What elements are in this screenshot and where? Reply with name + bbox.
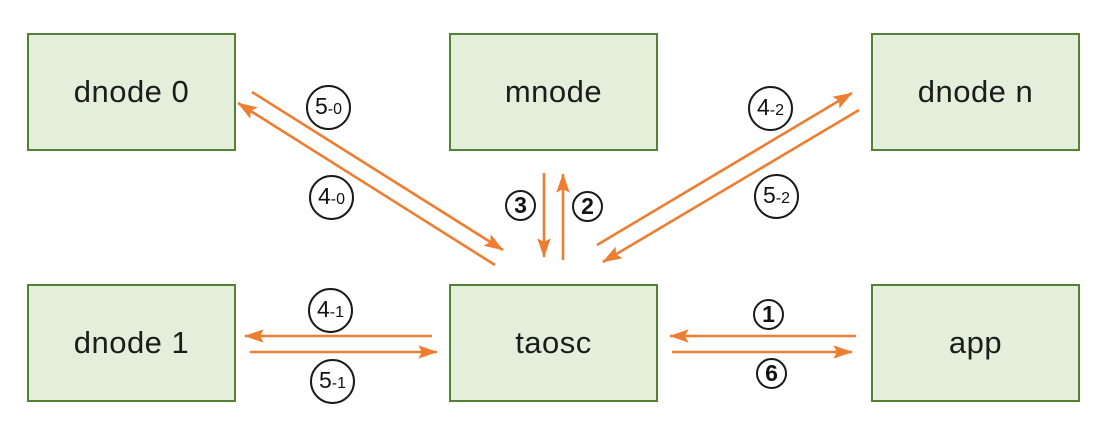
node-taosc: taosc: [449, 284, 658, 402]
node-dnoden: dnode n: [871, 33, 1080, 151]
edge-label-4-2: 4-2: [748, 86, 793, 131]
edge-label-2: 2: [572, 191, 603, 222]
node-mnode: mnode: [449, 33, 658, 151]
edge-label-5-2: 5-2: [754, 174, 799, 219]
edge-label-4-1: 4-1: [308, 288, 353, 333]
edge-label-4-0: 4-0: [309, 175, 354, 220]
edge-label-6: 6: [756, 358, 787, 389]
edge-label-1: 1: [753, 299, 784, 330]
node-dnode1: dnode 1: [27, 284, 236, 402]
node-app: app: [871, 284, 1080, 402]
arrow-taosc-to-dnode0: [237, 101, 496, 267]
edge-label-5-0: 5-0: [306, 85, 351, 130]
arrow-dnoden-to-taosc: [602, 108, 860, 264]
edge-label-5-1: 5-1: [310, 359, 355, 404]
node-dnode0: dnode 0: [27, 33, 236, 151]
edge-label-3: 3: [505, 190, 536, 221]
arrow-taosc-to-dnoden: [596, 91, 853, 247]
arrow-dnode0-to-taosc: [251, 90, 504, 252]
